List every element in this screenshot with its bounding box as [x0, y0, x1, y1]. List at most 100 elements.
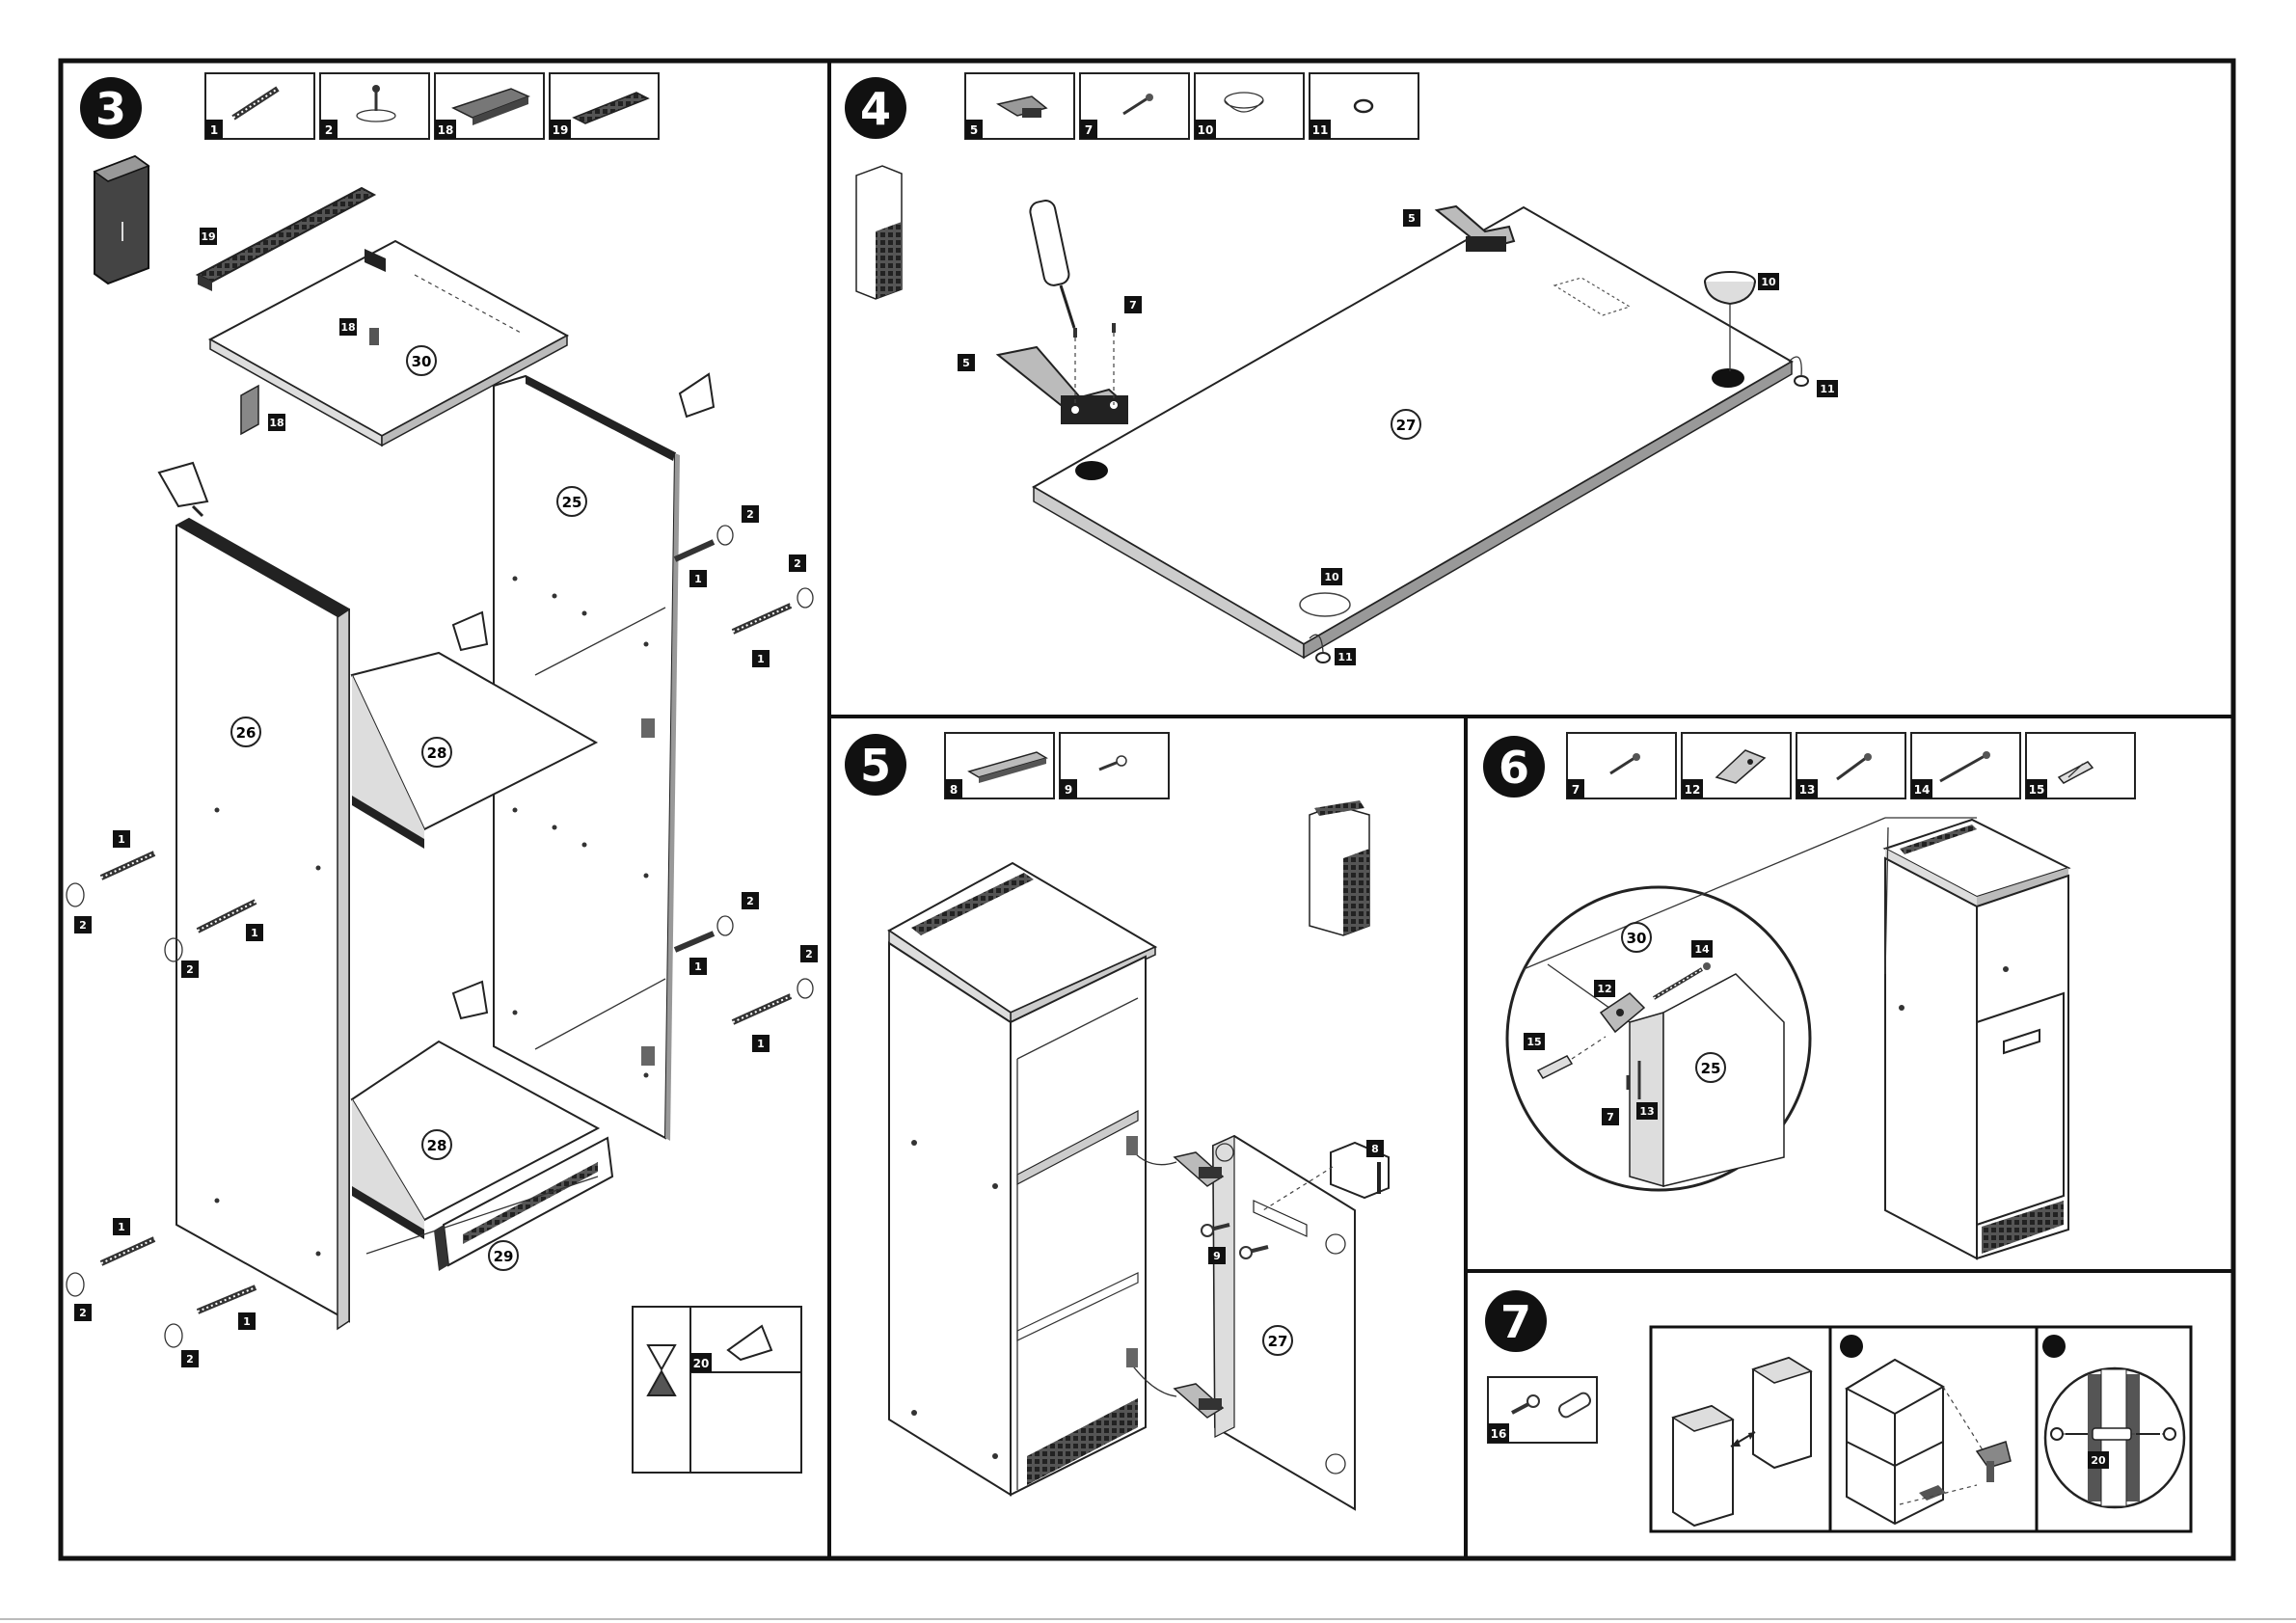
step-3-badge: 3 — [80, 77, 142, 139]
svg-text:10: 10 — [1198, 123, 1214, 137]
part-box-2: 2 — [320, 73, 429, 139]
screwdriver-icon — [1029, 199, 1074, 328]
svg-text:2: 2 — [746, 508, 754, 521]
dowel-icon — [733, 996, 791, 1022]
step-6-parts-row: 7 12 13 14 15 — [1567, 733, 2135, 798]
svg-text:13: 13 — [1639, 1105, 1654, 1118]
svg-text:1: 1 — [118, 1221, 125, 1233]
sub-step-a-marker — [1840, 1335, 1863, 1358]
part-box-11: 11 — [1310, 73, 1418, 139]
glue-tube-icon — [680, 374, 714, 417]
dowel-icon — [733, 606, 791, 632]
svg-text:2: 2 — [805, 948, 813, 960]
step-6-badge: 6 — [1483, 736, 1545, 798]
step-6-number: 6 — [1499, 742, 1529, 794]
dowel-icon — [198, 1287, 256, 1312]
svg-text:2: 2 — [79, 1307, 87, 1319]
glue-tube-icon — [453, 982, 487, 1018]
part-box-7: 7 — [1080, 73, 1189, 139]
part-box-9: 9 — [1060, 733, 1169, 798]
step-4-parts-row: 5 7 10 11 — [965, 73, 1418, 139]
mini-cabinet-icon — [95, 156, 149, 284]
svg-text:1: 1 — [243, 1315, 251, 1328]
glue-drying-note: 20 — [633, 1307, 801, 1473]
svg-text:15: 15 — [2029, 783, 2045, 797]
cap-icon — [67, 883, 84, 906]
svg-text:19: 19 — [553, 123, 569, 137]
svg-text:14: 14 — [1914, 783, 1931, 797]
part-box-12: 12 — [1682, 733, 1791, 798]
svg-text:8: 8 — [950, 783, 958, 797]
svg-text:28: 28 — [427, 1137, 447, 1154]
part-box-18: 18 — [435, 73, 544, 139]
svg-text:1: 1 — [694, 960, 702, 973]
step-4-number: 4 — [860, 83, 891, 135]
dowel-icon — [101, 1239, 154, 1263]
svg-text:11: 11 — [1312, 123, 1329, 137]
svg-text:11: 11 — [1820, 383, 1834, 395]
part-box-16: 16 — [1488, 1377, 1597, 1443]
svg-text:2: 2 — [186, 1353, 194, 1366]
svg-text:27: 27 — [1396, 417, 1417, 434]
svg-text:20: 20 — [693, 1357, 710, 1370]
dowel-icon — [675, 933, 714, 950]
svg-text:13: 13 — [1799, 783, 1816, 797]
side-panel-26 — [176, 519, 349, 1321]
dowel-icon — [675, 542, 714, 559]
svg-text:5: 5 — [962, 357, 970, 369]
glue-tube-icon — [159, 463, 207, 516]
step-5-illustration — [889, 800, 1389, 1509]
svg-text:25: 25 — [1701, 1060, 1721, 1077]
svg-text:5: 5 — [1408, 212, 1416, 225]
svg-text:8: 8 — [1371, 1143, 1379, 1155]
step-3-parts-row: 1 2 18 19 — [205, 73, 659, 139]
part-box-1: 1 — [205, 73, 314, 139]
svg-text:12: 12 — [1685, 783, 1701, 797]
step-3-number: 3 — [95, 83, 126, 135]
cap-icon — [797, 979, 813, 998]
svg-text:11: 11 — [1337, 651, 1352, 663]
svg-text:5: 5 — [970, 123, 978, 137]
cap-icon — [797, 588, 813, 608]
cap-icon — [717, 916, 733, 935]
svg-text:1: 1 — [251, 927, 258, 939]
svg-text:10: 10 — [1324, 571, 1339, 583]
svg-text:12: 12 — [1597, 983, 1611, 995]
step-5-panel-labels: 27 — [1263, 1326, 1292, 1355]
cap-icon — [165, 1324, 182, 1347]
mini-cabinet-icon — [1310, 800, 1369, 935]
svg-text:7: 7 — [1607, 1111, 1614, 1123]
svg-text:10: 10 — [1761, 276, 1776, 288]
svg-text:28: 28 — [427, 744, 447, 762]
svg-text:1: 1 — [757, 653, 765, 665]
svg-text:1: 1 — [694, 573, 702, 585]
step-5-parts-row: 8 9 — [945, 733, 1169, 798]
svg-text:14: 14 — [1694, 943, 1710, 956]
part-box-15: 15 — [2026, 733, 2135, 798]
svg-text:2: 2 — [186, 963, 194, 976]
svg-text:30: 30 — [1627, 930, 1647, 947]
svg-text:20: 20 — [2091, 1454, 2106, 1467]
svg-text:27: 27 — [1268, 1333, 1288, 1350]
part-box-10: 10 — [1195, 73, 1304, 139]
svg-text:29: 29 — [494, 1248, 514, 1265]
cabinet-side — [889, 943, 1011, 1495]
part-box-7b: 7 — [1567, 733, 1676, 798]
hinge-cup-hole — [1075, 461, 1108, 480]
sub-step-b-marker — [2042, 1335, 2066, 1358]
svg-text:16: 16 — [1491, 1427, 1507, 1441]
step-7-badge: 7 — [1485, 1290, 1547, 1352]
step-6-illustration — [1507, 818, 2068, 1258]
svg-text:2: 2 — [794, 557, 801, 570]
svg-text:30: 30 — [412, 353, 432, 370]
step-3-illustration: 20 — [67, 156, 813, 1473]
svg-text:9: 9 — [1213, 1250, 1221, 1262]
svg-text:18: 18 — [269, 417, 284, 429]
svg-text:19: 19 — [201, 230, 215, 243]
cap-icon — [717, 526, 733, 545]
svg-text:2: 2 — [79, 919, 87, 932]
svg-text:9: 9 — [1065, 783, 1072, 797]
part-box-5: 5 — [965, 73, 1074, 139]
cap-icon — [67, 1273, 84, 1296]
